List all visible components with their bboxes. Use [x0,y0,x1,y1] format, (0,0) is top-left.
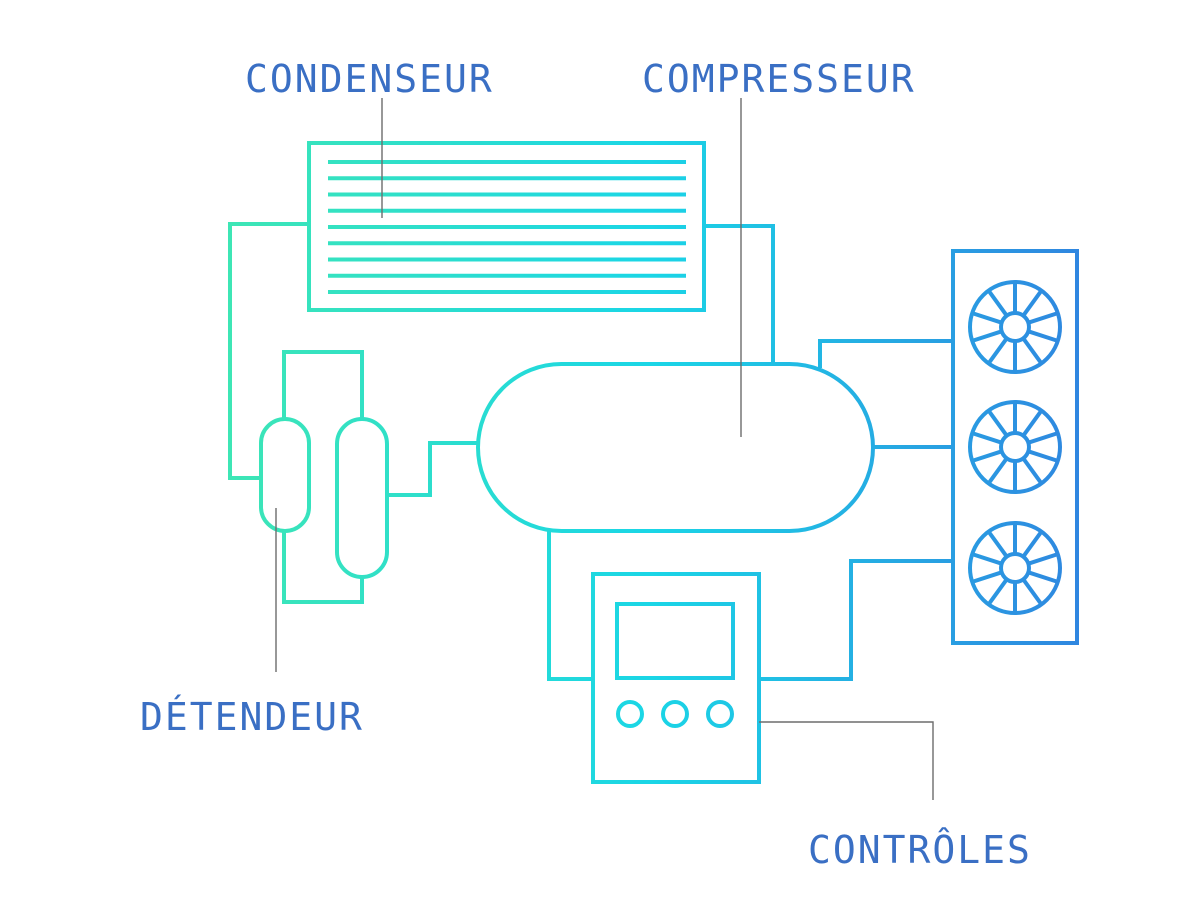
fan-blade [986,530,1009,558]
pipe-compressor-to-fan-top [818,339,953,368]
expansion-cylinder-right [335,417,389,579]
fan-blade [1027,329,1059,343]
fan-blade [986,289,1009,317]
label-expansion-valve: DÉTENDEUR [140,695,364,739]
fan-blade [1021,409,1044,437]
expansion-cylinder-left [259,417,311,533]
fan-blade [1027,431,1059,445]
fan-hub [999,552,1031,584]
pipe-condenser-to-expansion [228,222,309,480]
pipe-condenser-to-compressor [704,224,775,365]
controls-housing [591,572,761,784]
refrigerant-piping [228,222,953,681]
fan-hub [999,311,1031,343]
fan-blade [1021,457,1044,485]
label-compressor: COMPRESSEUR [642,57,916,101]
expansion-valve [259,417,389,579]
fan-bank [951,249,1079,645]
fan-blade [971,329,1003,343]
fan-icon [968,521,1062,615]
fan-blade [971,431,1003,445]
fan-icon [968,400,1062,494]
pipe-expansion-loop-bottom [282,530,364,604]
fan-blade [1021,530,1044,558]
condenser [307,141,706,312]
fan-blade [986,337,1009,365]
controls-screen [615,602,735,680]
controls-unit [591,572,761,784]
fan-blade [971,449,1003,463]
fan-blade [1021,578,1044,606]
pipe-controls-to-fan-bottom [759,559,953,681]
pipe-expansion-to-compressor [386,441,480,497]
label-condenser: CONDENSEUR [245,57,494,101]
compressor-tank [476,362,875,533]
condenser-fins [328,160,686,294]
pipe-compressor-to-controls [547,531,593,681]
fan-blade [971,311,1003,325]
controls-button [706,700,734,728]
fan-hub [999,431,1031,463]
fan-blade [1027,311,1059,325]
controls-button [661,700,689,728]
fan-blade [1027,570,1059,584]
fan-blade [1021,289,1044,317]
fan-blade [1021,337,1044,365]
fan-blade [1027,552,1059,566]
pipe-expansion-loop-top [282,350,364,420]
fan-icon [968,280,1062,374]
fan-blade [1027,449,1059,463]
fan-blade [986,409,1009,437]
label-controls: CONTRÔLES [808,828,1032,872]
controls-button [616,700,644,728]
fan-housing [951,249,1079,645]
fan-blade [971,570,1003,584]
fan-blade [971,552,1003,566]
fan-blade [986,457,1009,485]
leader-controls [759,721,934,800]
fan-blade [986,578,1009,606]
